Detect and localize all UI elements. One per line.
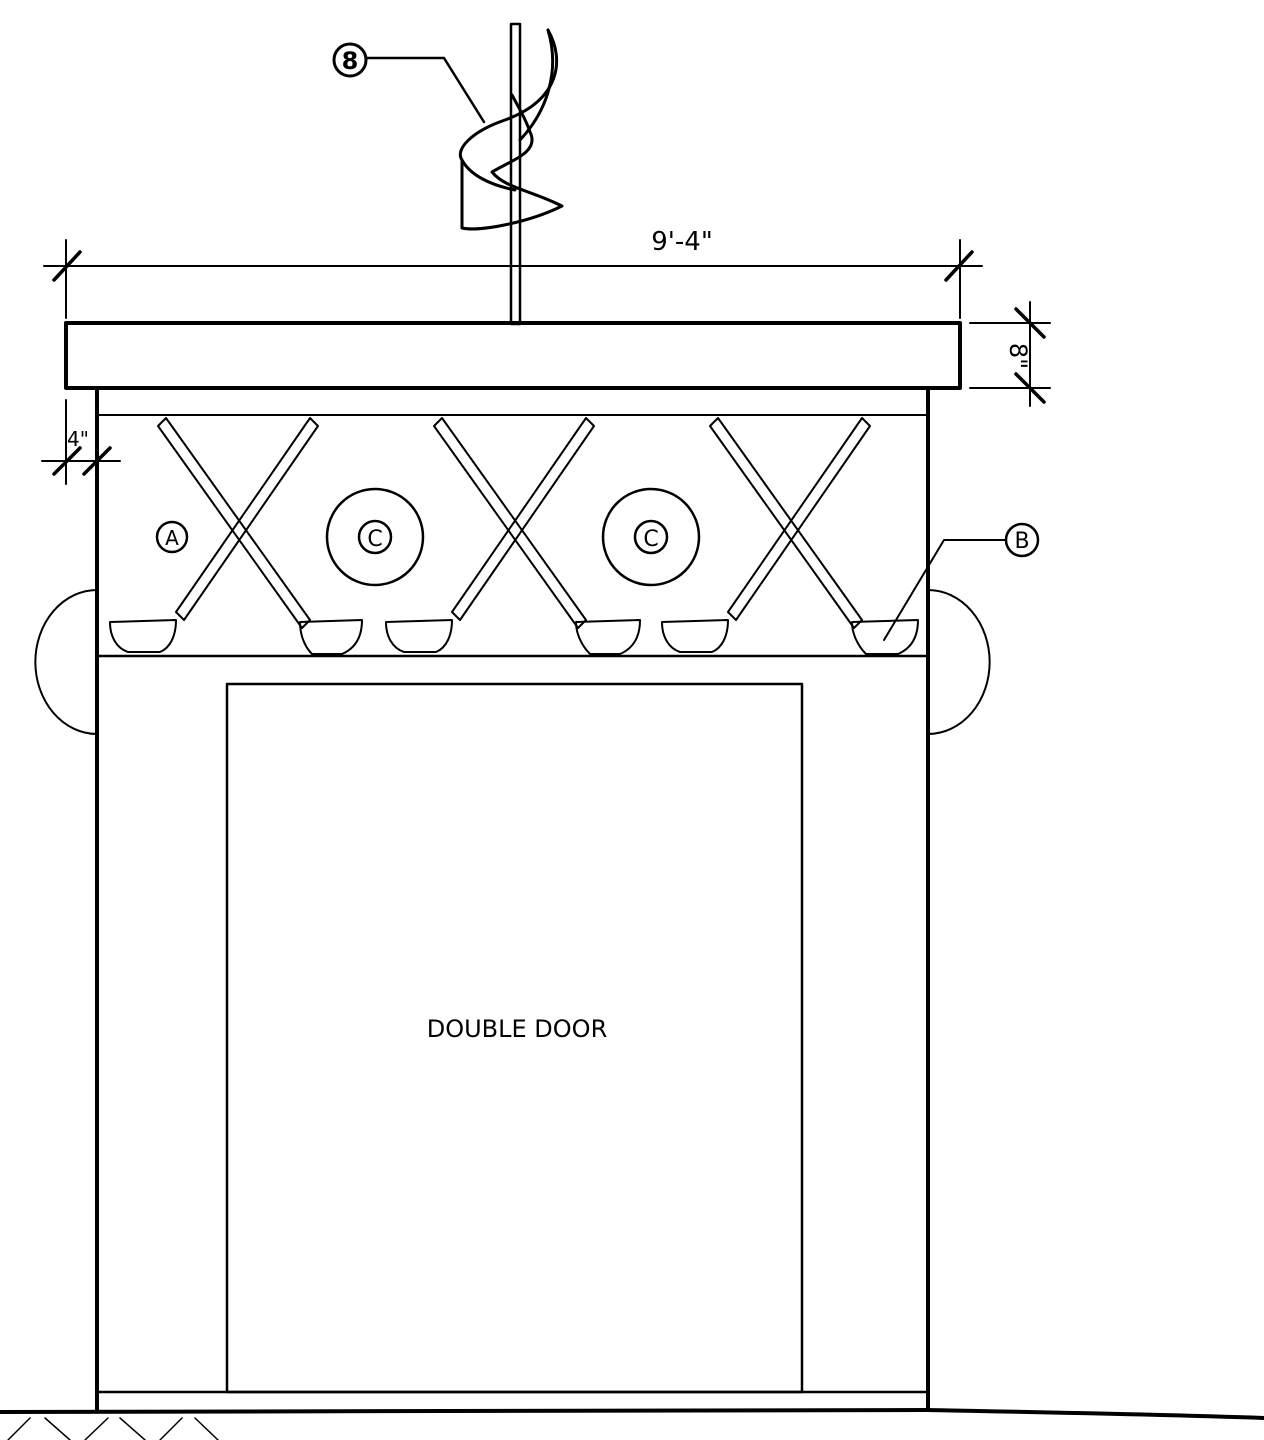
callout-8: 8 [332,42,486,124]
ground-line [0,1408,1264,1440]
callout-8-label: 8 [342,47,359,75]
crossed-clubs-1 [109,417,363,655]
right-wall-light [927,589,991,735]
cap-height-label: 8" [1004,343,1032,369]
callout-a-label: A [165,526,179,550]
overhang-dimension: 4" [41,399,121,485]
overhang-label: 4" [67,427,89,451]
disc-1-label: C [367,527,382,552]
spiral-ribbon [458,28,564,231]
double-door: DOUBLE DOOR [225,682,804,1394]
spiral-sculpture [458,22,564,326]
cap-band [64,321,962,390]
building-body [95,386,930,1412]
disc-2-label: C [643,527,658,552]
crossed-clubs-2 [385,417,641,655]
callout-b: B [883,522,1040,641]
width-dimension-label: 9'-4" [651,227,713,257]
disc-1: C [325,487,425,587]
callout-a: A [155,520,189,554]
left-wall-light [34,589,98,735]
disc-2: C [601,487,701,587]
width-dimension: 9'-4" [43,227,983,319]
crossed-clubs-frieze: C C A [109,417,919,655]
callout-b-label: B [1014,529,1029,554]
sculpture-pole [509,22,522,326]
crossed-clubs-3 [661,417,919,655]
door-label: DOUBLE DOOR [427,1015,608,1043]
cap-height-dimension: 8" [969,301,1051,407]
